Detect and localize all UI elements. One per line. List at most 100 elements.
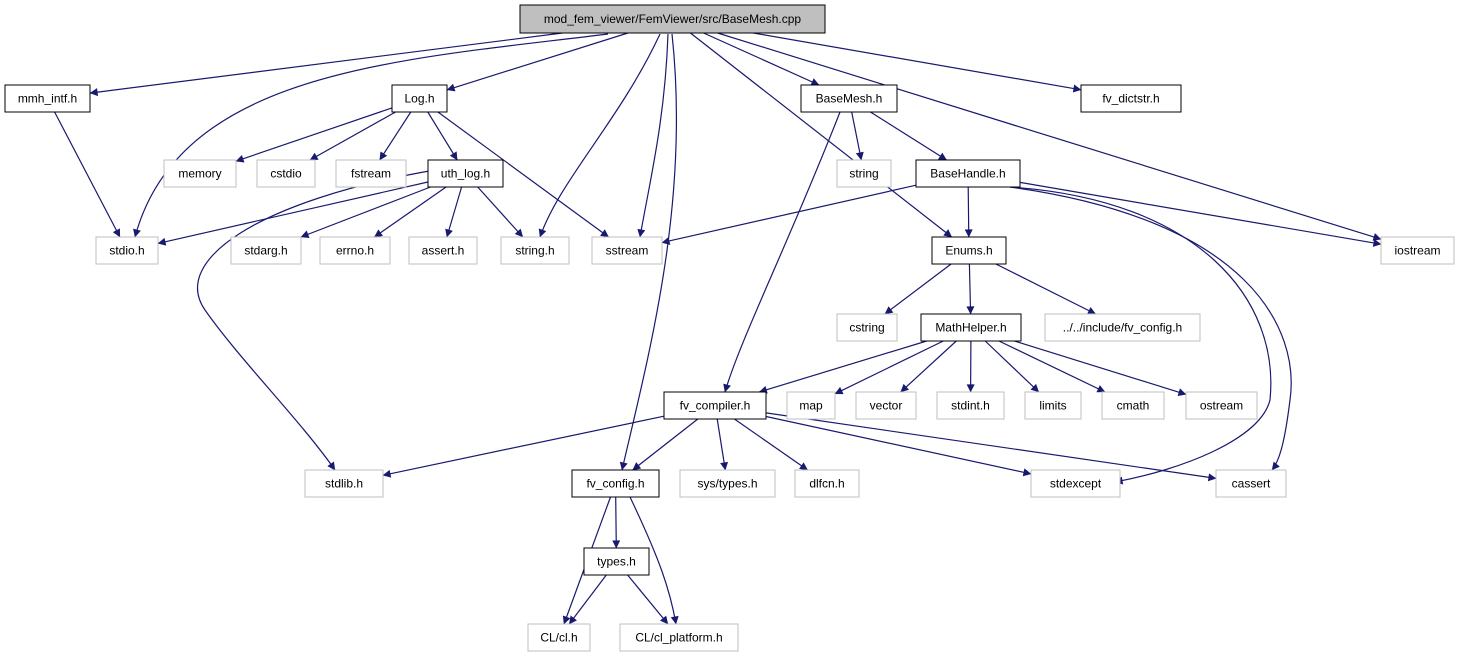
node-box-stdarg bbox=[230, 236, 302, 265]
node-stdint: stdint.h bbox=[936, 391, 1005, 420]
node-label-stdexcept: stdexcept bbox=[1050, 477, 1102, 491]
node-box-map bbox=[786, 391, 836, 420]
node-label-string_h: string.h bbox=[515, 244, 554, 258]
node-label-dlfcn: dlfcn.h bbox=[809, 477, 844, 491]
edge-log_h-to-cstdio bbox=[309, 111, 396, 161]
node-box-assert bbox=[408, 236, 478, 265]
node-stdio_h: stdio.h bbox=[95, 236, 159, 265]
node-mmh_intf[interactable]: mmh_intf.h bbox=[4, 84, 91, 113]
node-cl_h: CL/cl.h bbox=[527, 623, 591, 652]
node-label-stdio_h: stdio.h bbox=[109, 244, 144, 258]
node-log_h[interactable]: Log.h bbox=[391, 84, 448, 113]
node-vector: vector bbox=[855, 391, 917, 420]
edge-basehandle-to-stdexcept bbox=[1009, 186, 1272, 485]
edge-root-to-mmh_intf bbox=[89, 32, 563, 97]
edge-fv_compiler-to-sys_types bbox=[716, 418, 729, 471]
node-iostream: iostream bbox=[1380, 236, 1455, 265]
node-basemesh_h[interactable]: BaseMesh.h bbox=[800, 84, 898, 113]
node-box-cstdio bbox=[256, 159, 316, 188]
node-box-mathhelper bbox=[920, 313, 1022, 342]
node-string: string bbox=[836, 159, 892, 188]
edge-uth_log-to-string_h bbox=[477, 186, 524, 238]
node-assert: assert.h bbox=[408, 236, 478, 265]
node-box-fstream bbox=[335, 159, 407, 188]
node-box-stdio_h bbox=[95, 236, 159, 265]
node-label-errno: errno.h bbox=[336, 244, 374, 258]
node-box-mmh_intf bbox=[4, 84, 91, 113]
node-box-types_h bbox=[583, 547, 650, 576]
node-uth_log[interactable]: uth_log.h bbox=[427, 159, 504, 188]
node-fv_dictstr[interactable]: fv_dictstr.h bbox=[1080, 84, 1182, 113]
node-label-mathhelper: MathHelper.h bbox=[935, 321, 1006, 335]
node-memory: memory bbox=[163, 159, 237, 188]
node-box-inc_fv_config bbox=[1044, 313, 1201, 342]
node-label-string: string bbox=[849, 167, 878, 181]
node-box-sys_types bbox=[679, 469, 776, 498]
node-box-uth_log bbox=[427, 159, 504, 188]
edge-log_h-to-memory bbox=[235, 107, 393, 163]
node-label-fv_config: fv_config.h bbox=[586, 477, 644, 491]
node-stdarg: stdarg.h bbox=[230, 236, 302, 265]
node-box-ostream bbox=[1185, 391, 1258, 420]
node-box-sstream bbox=[591, 236, 663, 265]
node-box-errno bbox=[319, 236, 391, 265]
node-box-log_h bbox=[391, 84, 448, 113]
node-limits: limits bbox=[1024, 391, 1082, 420]
node-string_h: string.h bbox=[500, 236, 570, 265]
node-box-fv_config bbox=[571, 469, 660, 498]
node-fv_config[interactable]: fv_config.h bbox=[571, 469, 660, 498]
node-box-enums bbox=[931, 236, 1007, 265]
node-inc_fv_config: ../../include/fv_config.h bbox=[1044, 313, 1201, 342]
node-box-fv_dictstr bbox=[1080, 84, 1182, 113]
node-label-root: mod_fem_viewer/FemViewer/src/BaseMesh.cp… bbox=[544, 12, 802, 26]
node-label-cstdio: cstdio bbox=[270, 167, 302, 181]
node-stdexcept: stdexcept bbox=[1030, 469, 1121, 498]
node-cstdio: cstdio bbox=[256, 159, 316, 188]
node-box-stdint bbox=[936, 391, 1005, 420]
node-label-cassert: cassert bbox=[1232, 477, 1271, 491]
edge-root-to-stdio_h bbox=[133, 33, 609, 238]
edge-uth_log-to-stdlib bbox=[197, 169, 436, 471]
edge-types_h-to-cl_h bbox=[568, 574, 607, 625]
edge-fv_compiler-to-cassert bbox=[765, 412, 1217, 482]
node-box-stdexcept bbox=[1030, 469, 1121, 498]
edge-mathhelper-to-vector bbox=[900, 340, 957, 393]
edge-enums-to-mathhelper bbox=[966, 263, 975, 315]
node-box-memory bbox=[163, 159, 237, 188]
edge-mmh_intf-to-stdio_h bbox=[54, 111, 121, 238]
node-basehandle[interactable]: BaseHandle.h bbox=[915, 159, 1021, 188]
node-enums[interactable]: Enums.h bbox=[931, 236, 1007, 265]
node-label-basemesh_h: BaseMesh.h bbox=[816, 92, 883, 106]
node-label-map: map bbox=[799, 399, 823, 413]
edge-fv_compiler-to-dlfcn bbox=[734, 418, 808, 471]
edge-fv_compiler-to-stdlib bbox=[382, 415, 665, 478]
node-label-sstream: sstream bbox=[606, 244, 649, 258]
node-box-basehandle bbox=[915, 159, 1021, 188]
edge-fv_config-to-types_h bbox=[612, 496, 621, 549]
node-types_h[interactable]: types.h bbox=[583, 547, 650, 576]
node-box-dlfcn bbox=[794, 469, 860, 498]
edge-fv_compiler-to-fv_config bbox=[632, 418, 699, 471]
node-cassert: cassert bbox=[1215, 469, 1287, 498]
edge-uth_log-to-errno bbox=[374, 186, 447, 238]
edge-mathhelper-to-ostream bbox=[1014, 340, 1187, 396]
node-label-sys_types: sys/types.h bbox=[697, 477, 757, 491]
edge-basemesh_h-to-basehandle bbox=[870, 111, 947, 161]
node-box-root bbox=[519, 4, 826, 34]
node-label-stdlib: stdlib.h bbox=[325, 477, 363, 491]
edge-log_h-to-fstream bbox=[379, 111, 412, 161]
node-mathhelper[interactable]: MathHelper.h bbox=[920, 313, 1022, 342]
node-box-cl_h bbox=[527, 623, 591, 652]
node-label-vector: vector bbox=[870, 399, 903, 413]
node-cstring: cstring bbox=[836, 313, 898, 342]
node-fv_compiler[interactable]: fv_compiler.h bbox=[663, 391, 767, 420]
node-label-basehandle: BaseHandle.h bbox=[930, 167, 1005, 181]
edge-mathhelper-to-cmath bbox=[998, 340, 1106, 393]
node-root[interactable]: mod_fem_viewer/FemViewer/src/BaseMesh.cp… bbox=[519, 4, 826, 34]
node-label-fv_compiler: fv_compiler.h bbox=[680, 399, 751, 413]
node-label-inc_fv_config: ../../include/fv_config.h bbox=[1063, 321, 1182, 335]
node-label-cl_platform: CL/cl_platform.h bbox=[635, 631, 722, 645]
node-label-log_h: Log.h bbox=[404, 92, 434, 106]
